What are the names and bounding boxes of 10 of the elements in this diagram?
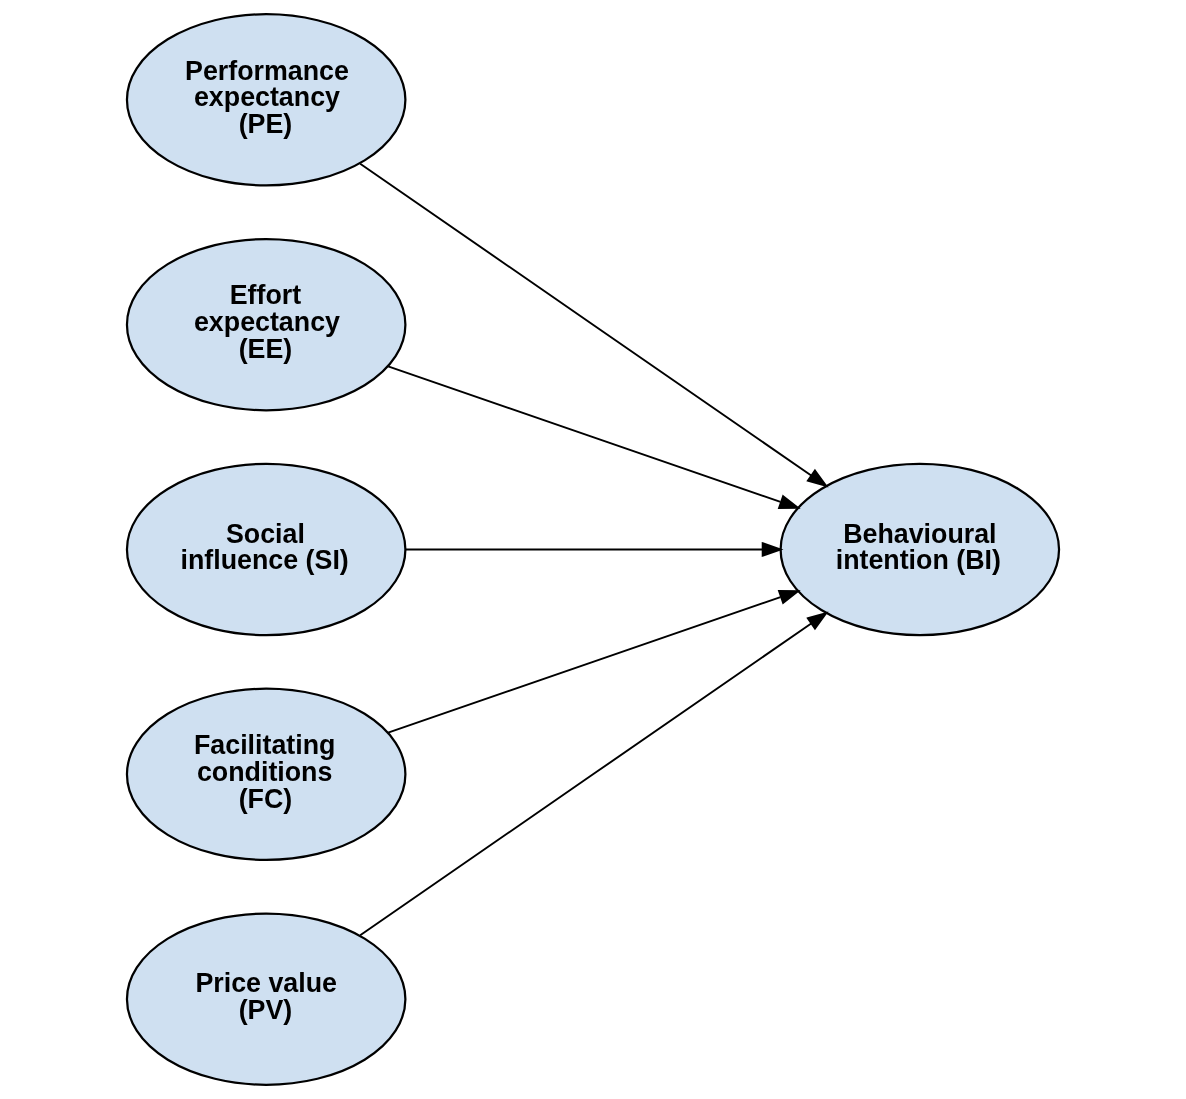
arrow [359,162,829,488]
node-ellipse: Facilitating conditions (FC) [125,687,407,862]
arrow [387,365,801,509]
node-ellipse: Price value (PV) [125,912,407,1086]
arrow [387,590,801,734]
node-ellipse: Effort expectancy (EE) [125,237,407,412]
node-ellipse: Social influence (SI) [125,462,407,637]
arrow [359,611,829,937]
node-ellipse: Performance expectancy (PE) [125,13,407,187]
arrow [404,541,784,558]
